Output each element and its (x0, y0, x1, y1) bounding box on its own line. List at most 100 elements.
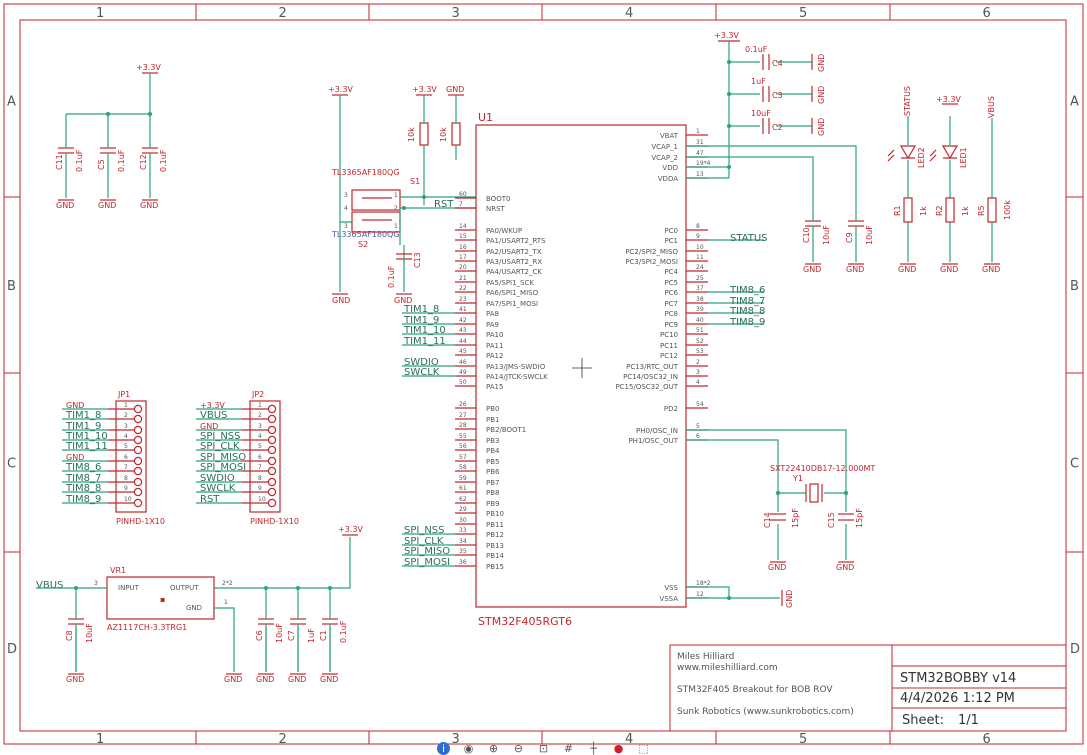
tb-company: Sunk Robotics (www.sunkrobotics.com) (677, 707, 854, 717)
gnd-vss: GND (785, 590, 794, 608)
stop-icon[interactable]: ● (613, 742, 624, 755)
mcu-pin-45: PA12 (486, 352, 503, 360)
frame-inner (19, 19, 1067, 732)
mcu-pin-23: PA7/SPI1_MOSI (486, 300, 538, 308)
header-jp2[interactable]: JP2PINHD-1X101+3.3V2VBUS3GND4SPI_NSS5SPI… (196, 390, 299, 526)
vcap-caps[interactable] (686, 145, 857, 218)
gnd-reg: GND (224, 675, 242, 684)
tb-author: Miles Hilliard (677, 652, 734, 662)
mcu-pin-22: PA6/SPI1_MISO (486, 289, 539, 297)
header-pin-jp1-6: 6 (124, 454, 128, 461)
decoupling-caps-left[interactable]: +3.3V (65, 63, 161, 145)
mcu-pin-num-4: 4 (696, 379, 700, 386)
mcu-pin-num-14: 14 (459, 223, 467, 230)
header-pin-jp2-9: 9 (258, 485, 262, 492)
vss-ground[interactable]: GND (686, 586, 794, 608)
mcu-net-labels: TIM1_8TIM1_9TIM1_10TIM1_11SWDIOSWCLKSPI_… (402, 233, 768, 568)
eye-icon[interactable]: ◉ (463, 742, 474, 755)
mcu-pin-54: PD2 (664, 405, 678, 413)
mcu-pin-13: VDDA (658, 175, 678, 183)
tb-title: STM32BOBBY v14 (900, 671, 1016, 686)
regulator-vr1[interactable]: VR1 AZ1117CH-3.3TRG1 INPUT OUTPUT GND 3 … (36, 525, 363, 684)
led-ref-0: LED2 (917, 147, 926, 168)
reg-ref: VR1 (110, 566, 126, 575)
mcu-pin-25: PC5 (664, 279, 678, 287)
header-pin-jp1-9: 9 (124, 485, 128, 492)
title-block: Miles Hilliard www.mileshilliard.com STM… (669, 644, 1067, 732)
cap-value-tl1: 0.1uF (117, 149, 126, 172)
mcu-pin-27: PB1 (486, 416, 499, 424)
mcu-pin-14: PA0/WKUP (486, 227, 522, 235)
mcu-pin-num-51: 51 (696, 327, 704, 334)
mcu-part: STM32F405RGT6 (478, 615, 572, 628)
header-net-jp2-7: SWDIO (200, 473, 235, 484)
mcu-pin-36: PB15 (486, 563, 504, 571)
gnd-tl2: GND (140, 201, 158, 210)
svg-text:1: 1 (394, 223, 398, 230)
reg-part: AZ1117CH-3.3TRG1 (107, 623, 187, 632)
reg-input: INPUT (118, 584, 140, 592)
info-icon[interactable]: i (437, 742, 450, 755)
grid-icon[interactable]: # (563, 742, 574, 755)
header-net-jp2-3: SPI_NSS (200, 431, 241, 442)
tb-url: www.mileshilliard.com (677, 663, 778, 673)
gnd-tr1: GND (817, 86, 826, 104)
c14-name: C14 (763, 512, 772, 528)
header-pin-jp2-1: 1 (258, 402, 262, 409)
reset-boot-section[interactable]: +3.3V GND TL3365AF180QG S1 TL3365AF180QG… (328, 85, 476, 305)
cap-name-reg2: C7 (287, 630, 296, 641)
mcu-pin-num-47: 47 (696, 150, 704, 157)
mcu-pin-num-61: 61 (459, 485, 467, 492)
zoom-in-icon[interactable]: ⊕ (488, 742, 499, 755)
mcu-pin-37: PC6 (664, 289, 678, 297)
pullup-r2-value: 10k (439, 127, 448, 142)
mcu-pin-6: PH1/OSC_OUT (628, 437, 678, 445)
mcu-u1[interactable]: U1 STM32F405RGT6 60BOOT07NRST14PA0/WKUP1… (402, 111, 768, 628)
cap-name-vcap0: C10 (802, 227, 811, 243)
zoom-fit-icon[interactable]: ⊡ (538, 742, 549, 755)
header-net-jp1-4: TIM1_11 (65, 441, 108, 452)
mcu-pin-3: PC14/OSC32_IN (623, 373, 678, 381)
mcu-pin-num-28: 28 (459, 422, 467, 429)
crystal-y1[interactable]: SXT22410DB17-12.000MT Y1 C14 15pF C15 15… (686, 429, 875, 572)
header-part-jp2: PINHD-1X10 (250, 517, 299, 526)
svg-text:3: 3 (344, 223, 348, 230)
header-pin-jp1-1: 1 (124, 402, 128, 409)
header-pin-jp2-7: 7 (258, 464, 262, 471)
net-tim1_9: TIM1_9 (403, 315, 439, 326)
header-jp1[interactable]: JP1PINHD-1X101GND2TIM1_83TIM1_94TIM1_105… (62, 390, 165, 526)
select-icon[interactable]: ⬚ (638, 742, 649, 755)
header-part-jp1: PINHD-1X10 (116, 517, 165, 526)
mcu-pin-num-12: 12 (696, 591, 704, 598)
led-res-value-1: 1k (961, 206, 970, 216)
vdd-caps[interactable]: +3.3V (686, 31, 812, 179)
vbus-divider[interactable]: VBUS R5 100k GND (977, 96, 1012, 274)
mcu-pin-44: PA11 (486, 342, 503, 350)
gnd-reg3: GND (320, 675, 338, 684)
gnd-c14: GND (768, 563, 786, 572)
c14-value: 15pF (791, 508, 800, 528)
grid-row-B: B (7, 279, 16, 294)
zoom-out-icon[interactable]: ⊖ (513, 742, 524, 755)
mcu-pin-num-36: 36 (459, 559, 467, 566)
crosshair-icon[interactable]: ┼ (590, 742, 597, 755)
supply-3v3-label: +3.3V (136, 63, 161, 72)
r5-value: 100k (1003, 200, 1012, 220)
mcu-pin-59: PB7 (486, 479, 499, 487)
